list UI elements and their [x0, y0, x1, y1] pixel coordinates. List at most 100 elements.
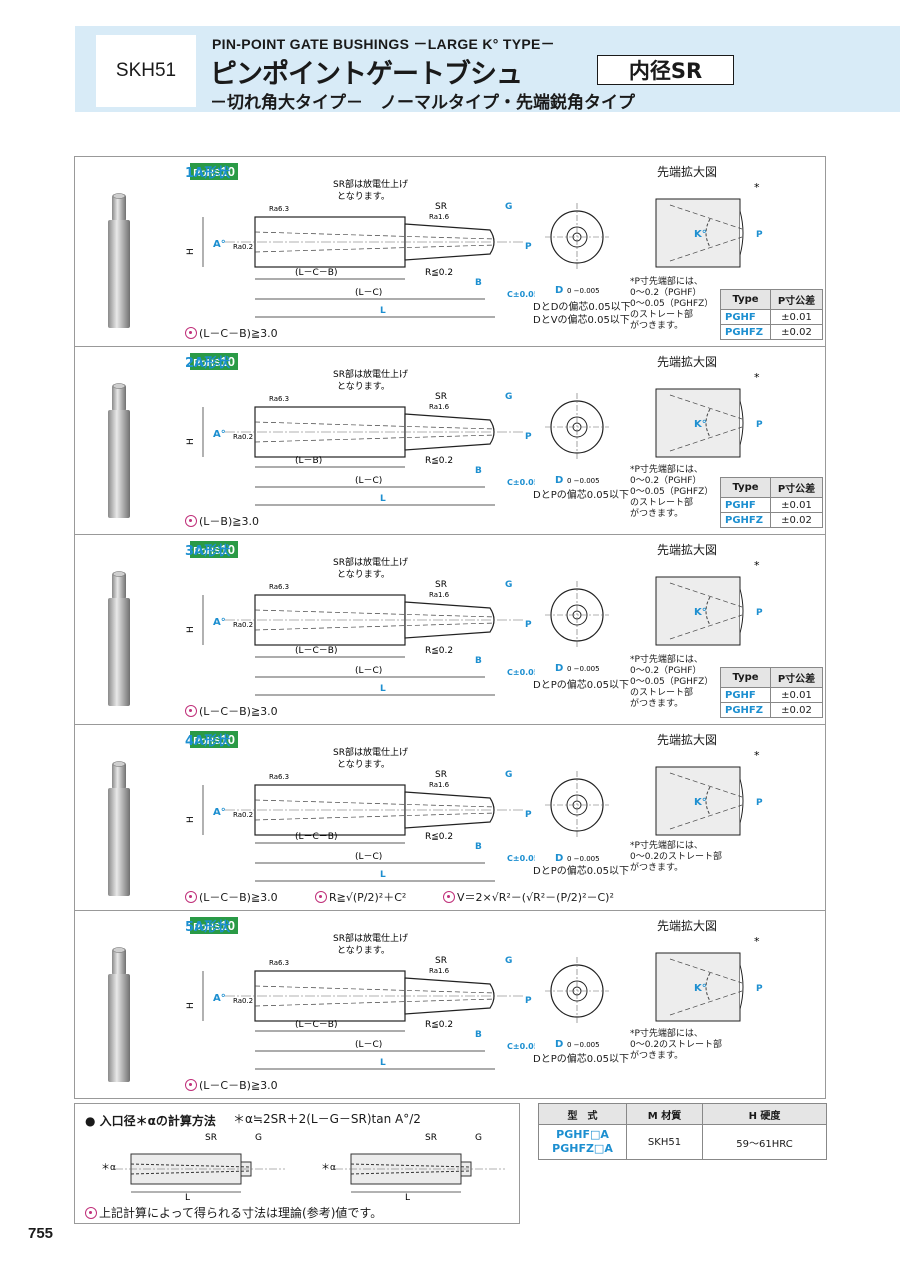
shape-title: 5A形状 — [185, 920, 231, 935]
ra02: Ra0.2 — [233, 621, 253, 629]
ok-note: (L－C－B)≧3.0 — [185, 1077, 278, 1093]
col-type: Type — [720, 477, 771, 498]
dim-D: D — [555, 853, 563, 864]
dim-G: G — [505, 392, 512, 402]
dim-D: D — [555, 663, 563, 674]
tip-enlarged-drawing: K° P * — [655, 559, 763, 646]
dim-P: P — [525, 996, 532, 1006]
caution-icon — [185, 327, 197, 339]
shape-row: RoHS10 3A形状 SR部は放電仕上げ となります。 SR G Ra6.3 … — [75, 535, 825, 725]
ok-note: (L－C－B)≧3.0 — [185, 889, 278, 905]
front-view-drawing: D 0 −0.005 — [545, 581, 609, 674]
dim-LCB: (L－C－B) — [295, 268, 338, 278]
dim-K: K° — [694, 983, 707, 994]
front-view-drawing: D 0 −0.005 — [545, 771, 609, 864]
enlarge-title: 先端拡大図 — [657, 733, 718, 747]
ra16: Ra1.6 — [429, 403, 450, 411]
dim-LCB: (L－C－B) — [295, 646, 338, 656]
table-row: PGHFZ±0.02 — [720, 324, 823, 340]
subtitle: －切れ角大タイプ－ ノーマルタイプ・先端鋭角タイプ — [210, 93, 635, 113]
p-note-line: のストレート部 — [630, 688, 694, 698]
side-view-drawing: SR部は放電仕上げ となります。 SR G Ra6.3 Ra1.6 Ra0.2 … — [186, 368, 535, 506]
enlarge-title: 先端拡大図 — [657, 165, 718, 179]
calc-SR2: SR — [425, 1133, 437, 1143]
ok-note: (L－C－B)≧3.0 — [185, 703, 278, 719]
calc-diagram-2: L SR G ＊α — [321, 1133, 505, 1202]
tip-enlarged-drawing: K° P * — [655, 749, 763, 836]
ra02: Ra0.2 — [233, 811, 253, 819]
deviation-note: DとPの偏芯0.05以下 — [533, 490, 629, 501]
sr-note-1: SR部は放電仕上げ — [333, 932, 408, 944]
dim-R-le: R≦0.2 — [425, 456, 453, 466]
dim-B: B — [475, 278, 482, 288]
deviation-note: DとPの偏芯0.05以下 — [533, 1054, 629, 1065]
dim-H: H — [186, 248, 196, 255]
dim-H: H — [186, 816, 196, 823]
dim-R-le: R≦0.2 — [425, 646, 453, 656]
calc-note: 上記計算によって得られる寸法は理論(参考)値です。 — [85, 1204, 382, 1221]
p-note-line: 0～0.05（PGHFZ） — [630, 677, 714, 687]
dim-B: B — [475, 842, 482, 852]
dim-A: A° — [213, 429, 226, 440]
dim-P-enl: P — [756, 608, 763, 618]
dim-B: B — [475, 466, 482, 476]
rohs-badge: RoHS10 — [190, 353, 238, 370]
side-view-drawing: SR部は放電仕上げ となります。 SR G Ra6.3 Ra1.6 Ra0.2 … — [186, 932, 535, 1070]
ra02: Ra0.2 — [233, 243, 253, 251]
tip-enlarged-drawing: K° P * — [655, 371, 763, 458]
spec-hardness: 59～61HRC — [702, 1124, 827, 1160]
side-view-drawing: SR部は放電仕上げ となります。 SR G Ra6.3 Ra1.6 Ra0.2 … — [186, 556, 535, 696]
calc-formula: ＊α≒2SR＋2(L－G－SR)tan A°/2 — [233, 1112, 421, 1126]
bushing-photo — [108, 383, 130, 518]
enlarge-title: 先端拡大図 — [657, 355, 718, 369]
rohs-badge: RoHS10 — [190, 541, 238, 558]
dim-LC: (L－C) — [355, 666, 382, 676]
sr-note-2: となります。 — [337, 945, 390, 956]
caution-icon — [443, 891, 455, 903]
dim-C-tol: C±0.05 — [507, 854, 535, 863]
calc-SR: SR — [205, 1133, 217, 1143]
header-band — [75, 26, 900, 112]
dim-star: * — [754, 935, 760, 948]
side-view-drawing: SR部は放電仕上げ となります。 SR G Ra6.3 Ra1.6 Ra0.2 … — [186, 178, 535, 318]
dim-D-tol: 0 −0.005 — [567, 665, 600, 673]
sr-note-1: SR部は放電仕上げ — [333, 746, 408, 758]
ok-note-2: R≧√(P/2)²＋C² — [315, 889, 406, 905]
drawing-frame: RoHS10 1A形状 SR部は放電仕上げ となります。 SR G Ra6.3 … — [74, 156, 826, 1099]
shape-title: 3A形状 — [185, 544, 231, 559]
calc-alpha: ＊α — [101, 1163, 116, 1173]
dim-P-enl: P — [756, 984, 763, 994]
dim-LC: (L－C) — [355, 288, 382, 298]
calc-L: L — [185, 1193, 190, 1202]
dim-D-tol: 0 −0.005 — [567, 855, 600, 863]
p-note: *P寸先端部には、0～0.2（PGHF）0～0.05（PGHFZ）のストレート部… — [630, 277, 713, 332]
dim-A: A° — [213, 239, 226, 250]
dim-G: G — [505, 956, 512, 966]
dim-R-le: R≦0.2 — [425, 1020, 453, 1030]
dim-C-tol: C±0.05 — [507, 1042, 535, 1051]
sr-note-2: となります。 — [337, 759, 390, 770]
front-view-drawing: D 0 −0.005 — [545, 203, 609, 296]
p-note-line: 0～0.05（PGHFZ） — [630, 299, 714, 309]
p-note-line: 0～0.2のストレート部 — [630, 852, 723, 862]
sr-note-1: SR部は放電仕上げ — [333, 368, 408, 380]
dim-L: L — [380, 1058, 386, 1068]
dim-K: K° — [694, 229, 707, 240]
bushing-photo — [108, 571, 130, 706]
shape-row: RoHS10 5A形状 SR部は放電仕上げ となります。 SR G Ra6.3 … — [75, 911, 825, 1099]
calc-title: ● 入口径＊αの計算方法 — [85, 1114, 216, 1128]
deviation-note: DとPの偏芯0.05以下 — [533, 866, 629, 877]
bushing-photo — [108, 947, 130, 1082]
spec-header-material: M 材質 — [626, 1103, 703, 1125]
ra16: Ra1.6 — [429, 781, 450, 789]
col-tol: P寸公差 — [770, 477, 823, 498]
col-tol: P寸公差 — [770, 667, 823, 688]
caution-icon — [185, 515, 197, 527]
p-note-line: 0～0.05（PGHFZ） — [630, 487, 714, 497]
p-note-line: 0～0.2（PGHF） — [630, 288, 702, 298]
p-note-line: 0～0.2（PGHF） — [630, 476, 702, 486]
deviation-note: DとPの偏芯0.05以下 — [533, 680, 629, 691]
p-note-line: がつきます。 — [630, 699, 684, 709]
